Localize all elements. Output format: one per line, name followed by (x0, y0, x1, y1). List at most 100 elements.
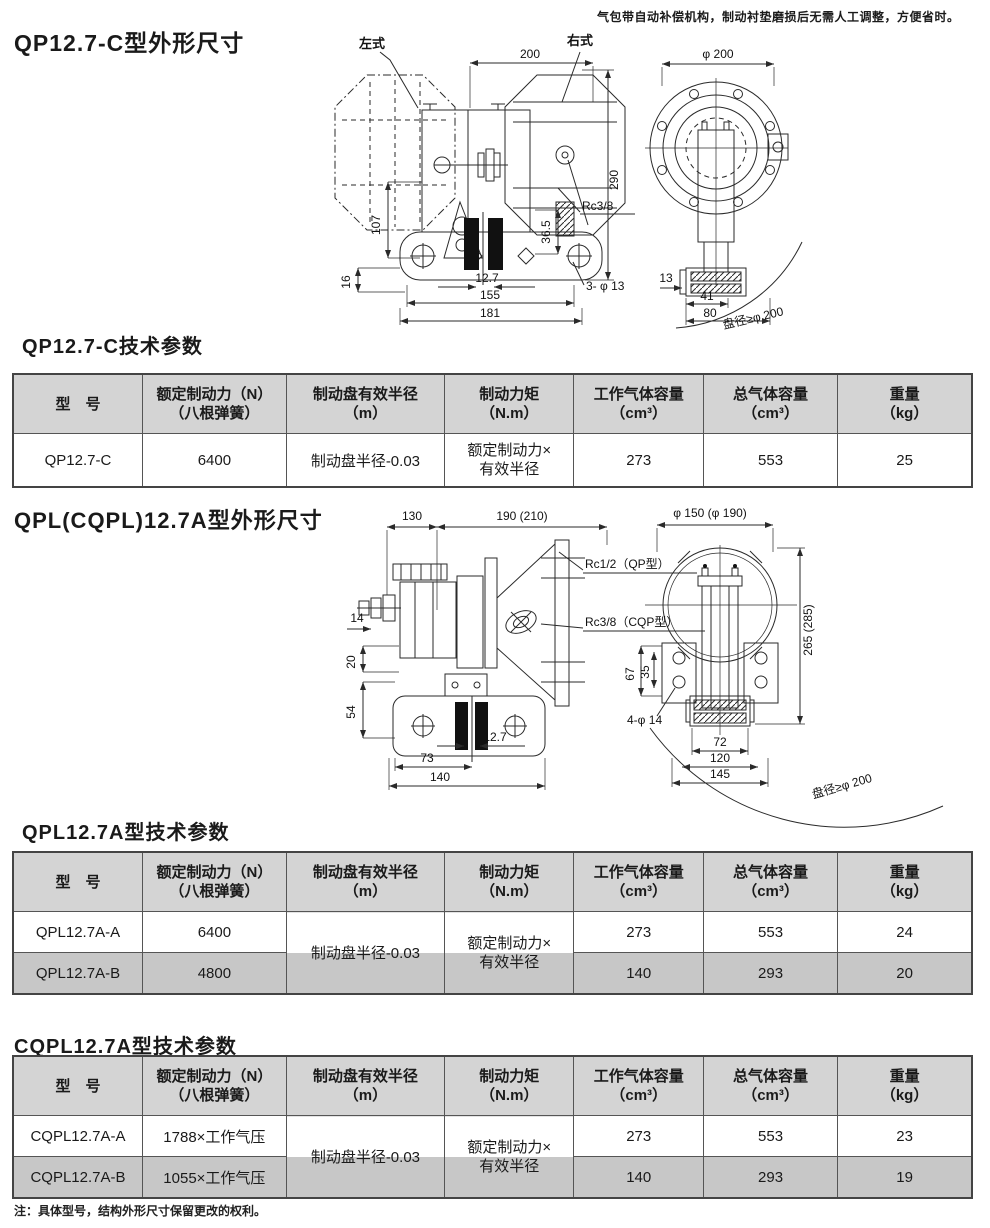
header-model: 型 号 (12, 1055, 143, 1116)
dim-130: 130 (402, 509, 422, 523)
table-row: QP12.7-C 6400 制动盘半径-0.03 额定制动力×有效半径 273 … (12, 433, 973, 488)
cell-radius: 制动盘半径-0.03 (285, 433, 446, 488)
dim-290: 290 (607, 170, 621, 190)
header-force: 额定制动力（N）（八根弹簧） (141, 851, 287, 912)
dim-4-phi14: 4-φ 14 (627, 713, 662, 727)
dim-3-phi13: 3- φ 13 (586, 279, 625, 293)
dim-phi150-190: φ 150 (φ 190) (673, 506, 747, 520)
dim-36-5: 36.5 (539, 220, 553, 244)
cell-weight: 25 (837, 433, 973, 488)
dim-13: 13 (659, 271, 673, 285)
header-weight: 重量（kg） (837, 1055, 973, 1116)
dim-rc12-qp: Rc1/2（QP型） (585, 557, 670, 571)
table-row-a: CQPL12.7A-A 1788×工作气压 制动盘半径-0.03 额定制动力×有… (12, 1115, 973, 1199)
cell-model: QPL12.7A-A (12, 911, 143, 953)
cell-weight: 24 (837, 911, 973, 953)
dim-145: 145 (710, 767, 730, 781)
dim-16: 16 (339, 275, 353, 289)
header-weight: 重量（kg） (837, 373, 973, 434)
dim-67: 67 (623, 667, 637, 681)
dim-rc38-cqp: Rc3/8（CQP型） (585, 615, 678, 629)
dim-12-7b: 12.7 (483, 730, 507, 744)
dim-72: 72 (713, 735, 727, 749)
dim-120: 120 (710, 751, 730, 765)
cell-total-volume: 293 (702, 1156, 839, 1199)
dim-80: 80 (703, 306, 717, 320)
cell-force: 6400 (141, 911, 287, 953)
header-model: 型 号 (12, 373, 143, 434)
cell-radius-merged: 制动盘半径-0.03 (285, 1115, 446, 1199)
qp127c-spec-table: 型 号 额定制动力（N）（八根弹簧） 制动盘有效半径（m） 制动力矩（N.m） … (12, 373, 973, 488)
dim-73: 73 (420, 751, 434, 765)
top-feature-note: 气包带自动补偿机构，制动衬垫磨损后无需人工调整，方便省时。 (597, 10, 960, 24)
cell-force: 1055×工作气压 (141, 1156, 287, 1199)
dim-200: 200 (520, 47, 540, 61)
header-weight: 重量（kg） (837, 851, 973, 912)
drawing2-linework (347, 522, 944, 828)
dim-155: 155 (480, 288, 500, 302)
dim-20: 20 (344, 655, 358, 669)
dim-disc-diameter: 盘径≥φ 200 (721, 303, 785, 332)
dim-14: 14 (350, 611, 364, 625)
cell-total-volume: 553 (702, 911, 839, 953)
cell-torque-merged: 额定制动力×有效半径 (444, 911, 575, 995)
dim-phi200: φ 200 (702, 47, 733, 61)
cell-work-volume: 273 (573, 1115, 704, 1157)
drawing-qpl127a: 130 190 (210) Rc1/2（QP型） Rc3/8（CQP型） 14 … (344, 506, 944, 828)
header-model: 型 号 (12, 851, 143, 912)
dim-disc-diameter-2: 盘径≥φ 200 (810, 770, 874, 802)
header-work-volume: 工作气体容量（cm³） (573, 373, 704, 434)
header-radius: 制动盘有效半径（m） (285, 851, 446, 912)
cell-total-volume: 553 (702, 1115, 839, 1157)
cell-force: 4800 (141, 952, 287, 995)
cell-weight: 23 (837, 1115, 973, 1157)
table1-title: QP12.7-C技术参数 (22, 336, 203, 358)
header-force: 额定制动力（N）（八根弹簧） (141, 373, 287, 434)
cell-work-volume: 140 (573, 952, 704, 995)
cell-work-volume: 273 (573, 911, 704, 953)
header-torque: 制动力矩（N.m） (444, 851, 575, 912)
section1-title: QP12.7-C型外形尺寸 (14, 30, 245, 56)
cell-total-volume: 553 (702, 433, 839, 488)
header-radius: 制动盘有效半径（m） (285, 1055, 446, 1116)
dim-12-7: 12.7 (475, 271, 499, 285)
cell-total-volume: 293 (702, 952, 839, 995)
drawing-qp127c: 左式 右式 200 290 Rc3/8 107 36.5 16 12.7 155… (334, 33, 803, 332)
cell-torque: 额定制动力×有效半径 (444, 433, 575, 488)
header-total-volume: 总气体容量（cm³） (702, 851, 839, 912)
qpl127a-spec-table: 型 号 额定制动力（N）（八根弹簧） 制动盘有效半径（m） 制动力矩（N.m） … (12, 851, 973, 995)
table-header-row: 型 号 额定制动力（N）（八根弹簧） 制动盘有效半径（m） 制动力矩（N.m） … (12, 851, 973, 912)
footnote: 注：具体型号，结构外形尺寸保留更改的权利。 (14, 1204, 267, 1218)
cell-radius-merged: 制动盘半径-0.03 (285, 911, 446, 995)
cell-torque-merged: 额定制动力×有效半径 (444, 1115, 575, 1199)
table-row-a: QPL12.7A-A 6400 制动盘半径-0.03 额定制动力×有效半径 27… (12, 911, 973, 995)
cell-model: QP12.7-C (12, 433, 143, 488)
table-header-row: 型 号 额定制动力（N）（八根弹簧） 制动盘有效半径（m） 制动力矩（N.m） … (12, 1055, 973, 1116)
label-left-type: 左式 (359, 36, 385, 51)
header-torque: 制动力矩（N.m） (444, 1055, 575, 1116)
cqpl127a-spec-table: 型 号 额定制动力（N）（八根弹簧） 制动盘有效半径（m） 制动力矩（N.m） … (12, 1055, 973, 1199)
dim-190-210: 190 (210) (496, 509, 547, 523)
header-radius: 制动盘有效半径（m） (285, 373, 446, 434)
dim-54: 54 (344, 705, 358, 719)
dim-265-285: 265 (285) (801, 604, 815, 655)
cell-weight: 19 (837, 1156, 973, 1199)
table-row-b: QPL12.7A-B 4800 140 293 20 (12, 952, 973, 995)
cell-model: CQPL12.7A-B (12, 1156, 143, 1199)
dim-rc38: Rc3/8 (582, 199, 614, 213)
header-force: 额定制动力（N）（八根弹簧） (141, 1055, 287, 1116)
dim-181: 181 (480, 306, 500, 320)
table-row-b: CQPL12.7A-B 1055×工作气压 140 293 19 (12, 1156, 973, 1199)
table3-title: CQPL12.7A型技术参数 (14, 1036, 237, 1058)
dim-41: 41 (700, 289, 714, 303)
cell-model: QPL12.7A-B (12, 952, 143, 995)
header-work-volume: 工作气体容量（cm³） (573, 1055, 704, 1116)
header-torque: 制动力矩（N.m） (444, 373, 575, 434)
cell-work-volume: 140 (573, 1156, 704, 1199)
cell-weight: 20 (837, 952, 973, 995)
cell-work-volume: 273 (573, 433, 704, 488)
header-total-volume: 总气体容量（cm³） (702, 1055, 839, 1116)
cell-force: 1788×工作气压 (141, 1115, 287, 1157)
dim-35: 35 (638, 665, 652, 679)
